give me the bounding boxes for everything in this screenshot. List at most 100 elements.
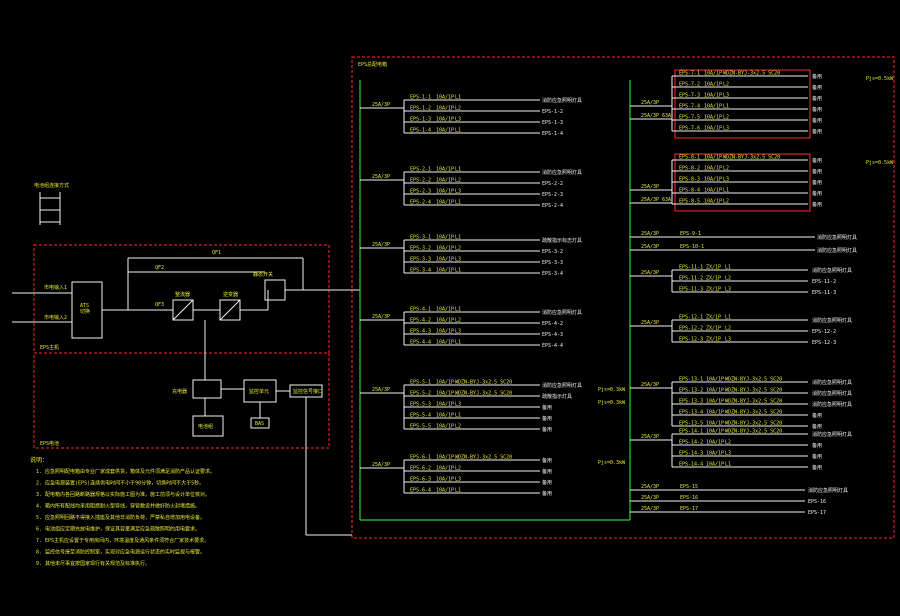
circuit-cable: WDZN-BYJ-3x2.5 SC20 <box>723 71 780 77</box>
circuit-id: EPS-2-2 <box>410 178 431 184</box>
circuit-phase: L1 <box>455 307 461 313</box>
feeder-id: EPS-17 <box>680 506 698 512</box>
circuit-destination: 备用 <box>812 190 822 197</box>
legend-title: 电池组连接方式 <box>34 182 69 189</box>
circuit-destination: 消防应急照明灯具 <box>812 317 852 324</box>
circuit-phase: L2 <box>455 466 461 472</box>
circuit-phase: L1 <box>455 268 461 274</box>
circuit-cable: L2 <box>723 115 729 121</box>
circuit-destination: 备用 <box>812 201 822 208</box>
circuit-id: EPS-14-1 <box>679 429 703 435</box>
input-label-1: 市电输入1 <box>44 284 67 291</box>
circuit-destination: 消防应急照明灯具 <box>812 401 852 408</box>
circuit-cable: L1 <box>723 188 729 194</box>
circuit-id: EPS-12-2 <box>679 326 703 332</box>
circuit-id: EPS-3-4 <box>410 268 431 274</box>
group-breaker-label: 25A/3P <box>641 113 659 119</box>
circuit-cable: L3 <box>723 126 729 132</box>
group-breaker-label: 25A/3P <box>641 270 659 276</box>
circuit-spec: 10A/1P <box>436 329 454 335</box>
ups-battery-border <box>33 352 330 449</box>
circuit-phase: L2 <box>455 106 461 112</box>
circuit-phase: L3 <box>455 189 461 195</box>
ups-host-label: EPS主机 <box>40 344 59 351</box>
feeder-breaker: 25A/3P <box>641 231 659 237</box>
circuit-spec: 10A/1P <box>704 126 722 132</box>
circuit-phase: L2 <box>455 318 461 324</box>
circuit-id: EPS-2-4 <box>410 200 431 206</box>
circuit-id: EPS-4-4 <box>410 340 431 346</box>
circuit-cable: WDZN-BYJ-3x2.5 SC20 <box>723 155 780 161</box>
group-breaker-label: 25A/3P <box>372 387 390 393</box>
ats-label: ATS <box>80 303 89 309</box>
feeder-destination: 消防应急照明灯具 <box>817 234 857 241</box>
circuit-spec: 10A/1P <box>706 399 724 405</box>
circuit-spec: 10A/1P <box>436 307 454 313</box>
circuit-cable: L2 <box>723 166 729 172</box>
circuit-destination: EPS-1-3 <box>542 120 563 126</box>
feeder-breaker: 25A/3P <box>641 244 659 250</box>
circuit-spec: 10A/1P <box>704 104 722 110</box>
circuit-destination: EPS-2-4 <box>542 203 563 209</box>
circuit-destination: 备用 <box>812 106 822 113</box>
power-label: Pjs=0.5kW <box>866 160 894 166</box>
rectifier-label: 整流器 <box>175 291 190 298</box>
circuit-id: EPS-8-4 <box>679 188 700 194</box>
circuit-spec: 10A/1P <box>704 188 722 194</box>
circuit-phase: WDZN-BYJ-3x2.5 SC20 <box>725 410 782 416</box>
circuit-spec: 10A/1P <box>706 462 724 468</box>
feeder-destination: EPS-16 <box>808 499 826 505</box>
circuit-destination: 消防应急照明灯具 <box>812 379 852 386</box>
circuit-spec: 10A/1P <box>704 93 722 99</box>
circuit-phase: L3 <box>455 257 461 263</box>
circuit-spec: 10A/1P <box>706 429 724 435</box>
circuit-spec: 10A/1P <box>436 413 454 419</box>
note-line: 4. 箱内所有配线均采用阻燃耐火型导线，穿管敷设并做好防火封堵措施。 <box>36 503 200 510</box>
circuit-spec: 10A/1P <box>704 82 722 88</box>
circuit-phase: L2 <box>725 440 731 446</box>
feeder-id: EPS-9-1 <box>680 231 701 237</box>
circuit-destination: EPS-4-2 <box>542 321 563 327</box>
circuit-phase: WDZN-BYJ-3x2.5 SC20 <box>725 421 782 427</box>
power-label: Pjs=0.5kW <box>866 76 894 82</box>
circuit-id: EPS-6-2 <box>410 466 431 472</box>
circuit-spec: 10A/1P <box>436 117 454 123</box>
circuit-spec: 10A/1P <box>436 477 454 483</box>
design-notes: 说明：1. 应急照明配电箱由专业厂家成套供货，箱体及元件须满足消防产品认证要求。… <box>30 456 215 567</box>
circuit-spec: 10A/1P <box>436 246 454 252</box>
feeder-id: EPS-15 <box>680 484 698 490</box>
circuit-phase: L3 <box>455 477 461 483</box>
inverter-label: 逆变器 <box>223 291 238 298</box>
circuit-spec: 10A/1P <box>436 455 454 461</box>
circuit-phase: L1 <box>455 413 461 419</box>
feeder-id: EPS-16 <box>680 495 698 501</box>
power-label: Pjs=0.3kW <box>598 460 626 466</box>
circuit-id: EPS-7-1 <box>679 71 700 77</box>
circuit-phase: L3 <box>725 337 731 343</box>
circuit-phase: L1 <box>455 200 461 206</box>
circuit-id: EPS-4-1 <box>410 307 431 313</box>
circuit-id: EPS-1-1 <box>410 95 431 101</box>
circuit-phase: L2 <box>725 326 731 332</box>
circuit-cable: L2 <box>723 199 729 205</box>
circuit-destination: EPS-4-4 <box>542 343 563 349</box>
feeder-breaker: 25A/3P <box>641 495 659 501</box>
note-line: 7. EPS主机应设置于专用房间内，环境温度及通风条件须符合厂家技术要求。 <box>36 537 209 544</box>
circuit-phase: WDZN-BYJ-3x2.5 SC20 <box>455 380 512 386</box>
circuit-destination: 备用 <box>812 84 822 91</box>
circuit-spec: 10A/1P <box>706 388 724 394</box>
circuit-phase: L1 <box>725 265 731 271</box>
circuit-destination: EPS-1-4 <box>542 131 563 137</box>
ups-battery-label: EPS电池 <box>40 440 59 447</box>
circuit-spec: 10A/1P <box>436 128 454 134</box>
circuit-spec: 10A/1P <box>706 377 724 383</box>
circuit-cable: L2 <box>723 82 729 88</box>
circuit-destination: 疏散指示灯具 <box>542 393 572 400</box>
note-line: 9. 其他未尽事宜按国家现行有关规范及标准执行。 <box>36 560 150 567</box>
group-breaker-label: 25A/3P <box>372 242 390 248</box>
circuit-destination: EPS-4-3 <box>542 332 563 338</box>
signal-interface-label: 监控信号接口 <box>293 388 323 395</box>
bas-label: BAS <box>255 421 264 427</box>
group-sub-label: 63A <box>662 113 671 119</box>
feeder-breaker: 25A/3P <box>641 506 659 512</box>
